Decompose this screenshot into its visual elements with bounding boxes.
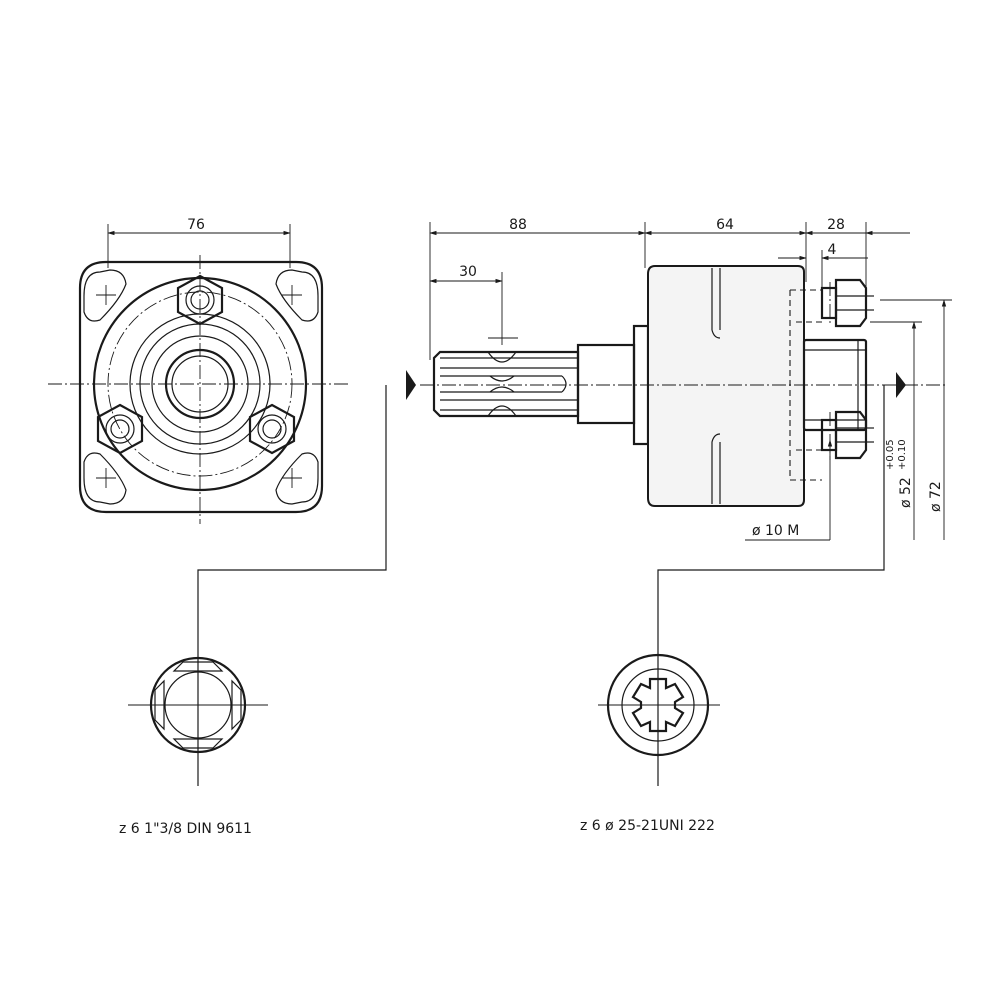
section-right-label: z 6 ø 25-21UNI 222 (580, 818, 715, 834)
stud-top (820, 278, 874, 328)
nut-right (248, 403, 296, 455)
dim-bolt: ø 10 M (752, 523, 799, 539)
dim-4: 4 (828, 242, 837, 258)
flange-outline (78, 260, 324, 514)
dim-88: 88 (509, 217, 527, 233)
tol-lower: +0.10 (897, 439, 908, 470)
nut-left (96, 403, 144, 455)
section-left (128, 656, 268, 754)
section-left-label: z 6 1"3/8 DIN 9611 (119, 821, 252, 837)
splined-shaft (432, 324, 650, 446)
side-view: 88 64 28 4 30 (420, 217, 952, 541)
tol-upper: +0.05 (885, 439, 896, 470)
stud-bottom (820, 410, 874, 460)
dim-outer-diameter: ø 72 (928, 481, 944, 512)
front-view: 76 (48, 217, 350, 524)
gear-body (647, 265, 868, 507)
dim-pilot-diameter: ø 52 (898, 477, 914, 508)
dim-64: 64 (716, 217, 734, 233)
dim-width-76: 76 (187, 217, 205, 233)
section-right (598, 653, 720, 757)
dim-30: 30 (459, 264, 477, 280)
dim-28: 28 (827, 217, 845, 233)
